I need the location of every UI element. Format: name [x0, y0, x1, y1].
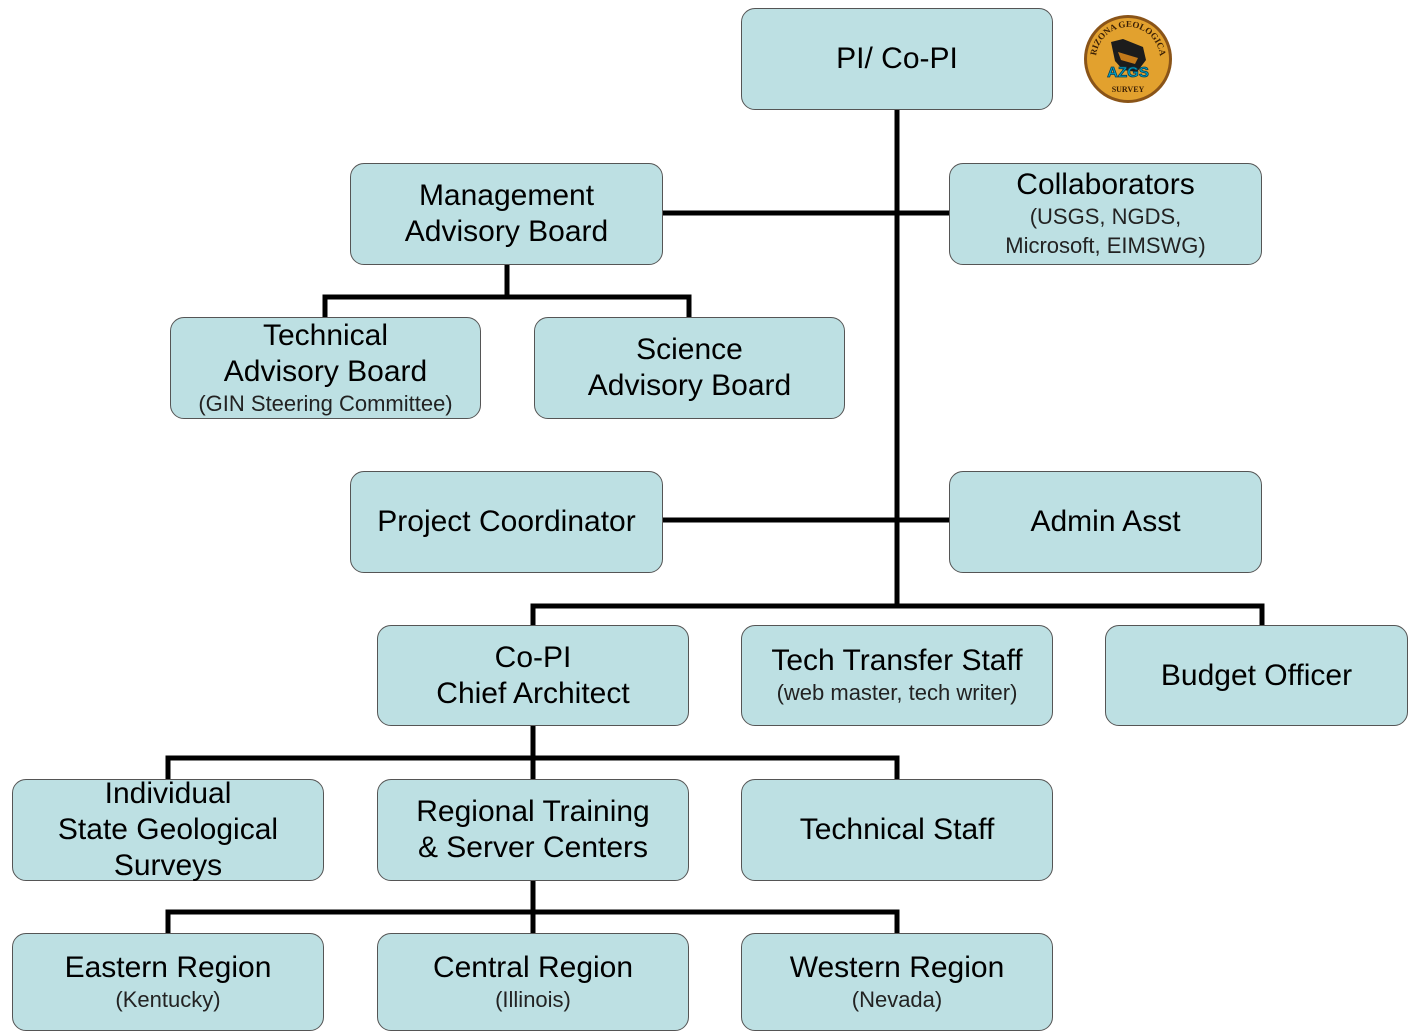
node-title: Western Region: [789, 950, 1005, 984]
node-title: Eastern Region: [64, 950, 272, 984]
node-title-line1: Individual: [104, 777, 232, 810]
node-subtitle: (Illinois): [495, 986, 571, 1012]
node-title-line2: Advisory Board: [587, 369, 792, 402]
logo-center-text: AZGS: [1107, 64, 1149, 81]
node-title-line2: Advisory Board: [404, 215, 609, 248]
node-title: Budget Officer: [1160, 658, 1353, 692]
node-title-line2: Chief Architect: [436, 676, 630, 710]
node-title-line1: Co-PI: [494, 640, 572, 674]
node-project-coordinator: Project Coordinator: [350, 471, 663, 573]
node-title: Central Region: [432, 950, 634, 984]
node-tech-transfer-staff: Tech Transfer Staff (web master, tech wr…: [741, 625, 1053, 726]
node-central-region: Central Region (Illinois): [377, 933, 689, 1031]
node-title: PI/ Co-PI: [836, 42, 958, 75]
node-title: Admin Asst: [1030, 505, 1181, 538]
node-chief-architect: Co-PI Chief Architect: [377, 625, 689, 726]
node-title-line2: State Geological: [57, 813, 279, 846]
logo-bottom-text: SURVEY: [1112, 85, 1145, 94]
node-technical-advisory-board: Technical Advisory Board (GIN Steering C…: [170, 317, 481, 419]
node-subtitle-line1: (USGS, NGDS,: [1029, 204, 1182, 230]
node-budget-officer: Budget Officer: [1105, 625, 1408, 726]
azgs-logo: ARIZONA GEOLOGICAL AZGS SURVEY: [1083, 14, 1172, 103]
node-subtitle: (Nevada): [851, 986, 943, 1012]
node-subtitle: (web master, tech writer): [776, 680, 1018, 706]
node-subtitle: (GIN Steering Committee): [198, 390, 453, 416]
node-technical-staff: Technical Staff: [741, 779, 1053, 881]
node-title-line1: Regional Training: [416, 795, 650, 828]
node-science-advisory-board: Science Advisory Board: [534, 317, 845, 419]
node-collaborators: Collaborators (USGS, NGDS, Microsoft, EI…: [949, 163, 1262, 265]
node-title-line2: Advisory Board: [223, 354, 428, 388]
node-regional-training-centers: Regional Training & Server Centers: [377, 779, 689, 881]
node-title-line1: Management: [418, 179, 595, 212]
node-subtitle-line2: Microsoft, EIMSWG): [1005, 233, 1206, 258]
node-state-geological-surveys: Individual State Geological Surveys: [12, 777, 324, 882]
node-pi-co-pi: PI/ Co-PI: [741, 8, 1053, 110]
node-title: Tech Transfer Staff: [771, 644, 1023, 678]
node-title-line1: Technical: [262, 318, 389, 352]
node-title: Collaborators: [1016, 168, 1195, 202]
node-title-line2: & Server Centers: [417, 831, 649, 864]
node-admin-asst: Admin Asst: [949, 471, 1262, 573]
node-title: Technical Staff: [799, 813, 995, 846]
node-subtitle: (Kentucky): [115, 986, 221, 1012]
node-title-line3: Surveys: [113, 849, 223, 882]
node-western-region: Western Region (Nevada): [741, 933, 1053, 1031]
node-eastern-region: Eastern Region (Kentucky): [12, 933, 324, 1031]
node-management-advisory-board: Management Advisory Board: [350, 163, 663, 265]
node-title-line1: Science: [636, 333, 743, 366]
node-title: Project Coordinator: [377, 505, 636, 538]
